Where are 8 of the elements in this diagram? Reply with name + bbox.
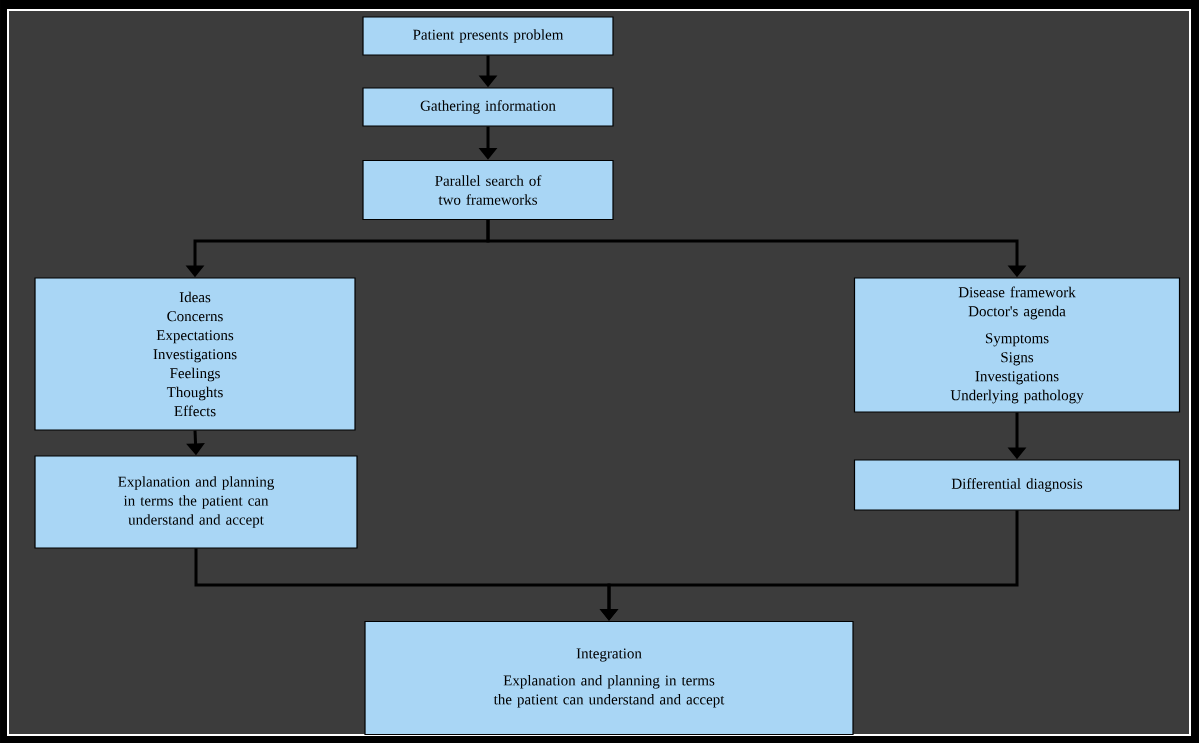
process-box: Differential diagnosis xyxy=(853,459,1181,511)
process-box: Integration Explanation and planning in terms the patient can understand and accept xyxy=(364,620,854,736)
process-box: Ideas Concerns Expectations Investigations Feelings Thoughts Effects xyxy=(34,277,356,431)
process-box: Patient presents problem xyxy=(362,16,614,56)
process-box: Parallel search of two frameworks xyxy=(362,159,614,221)
process-box: Explanation and planning in terms the patient can understand and accept xyxy=(34,455,358,549)
process-box: Disease framework Doctor's agenda Symptoms Signs Investigations Underlying pathology xyxy=(853,277,1181,413)
process-box: Gathering information xyxy=(362,87,614,127)
